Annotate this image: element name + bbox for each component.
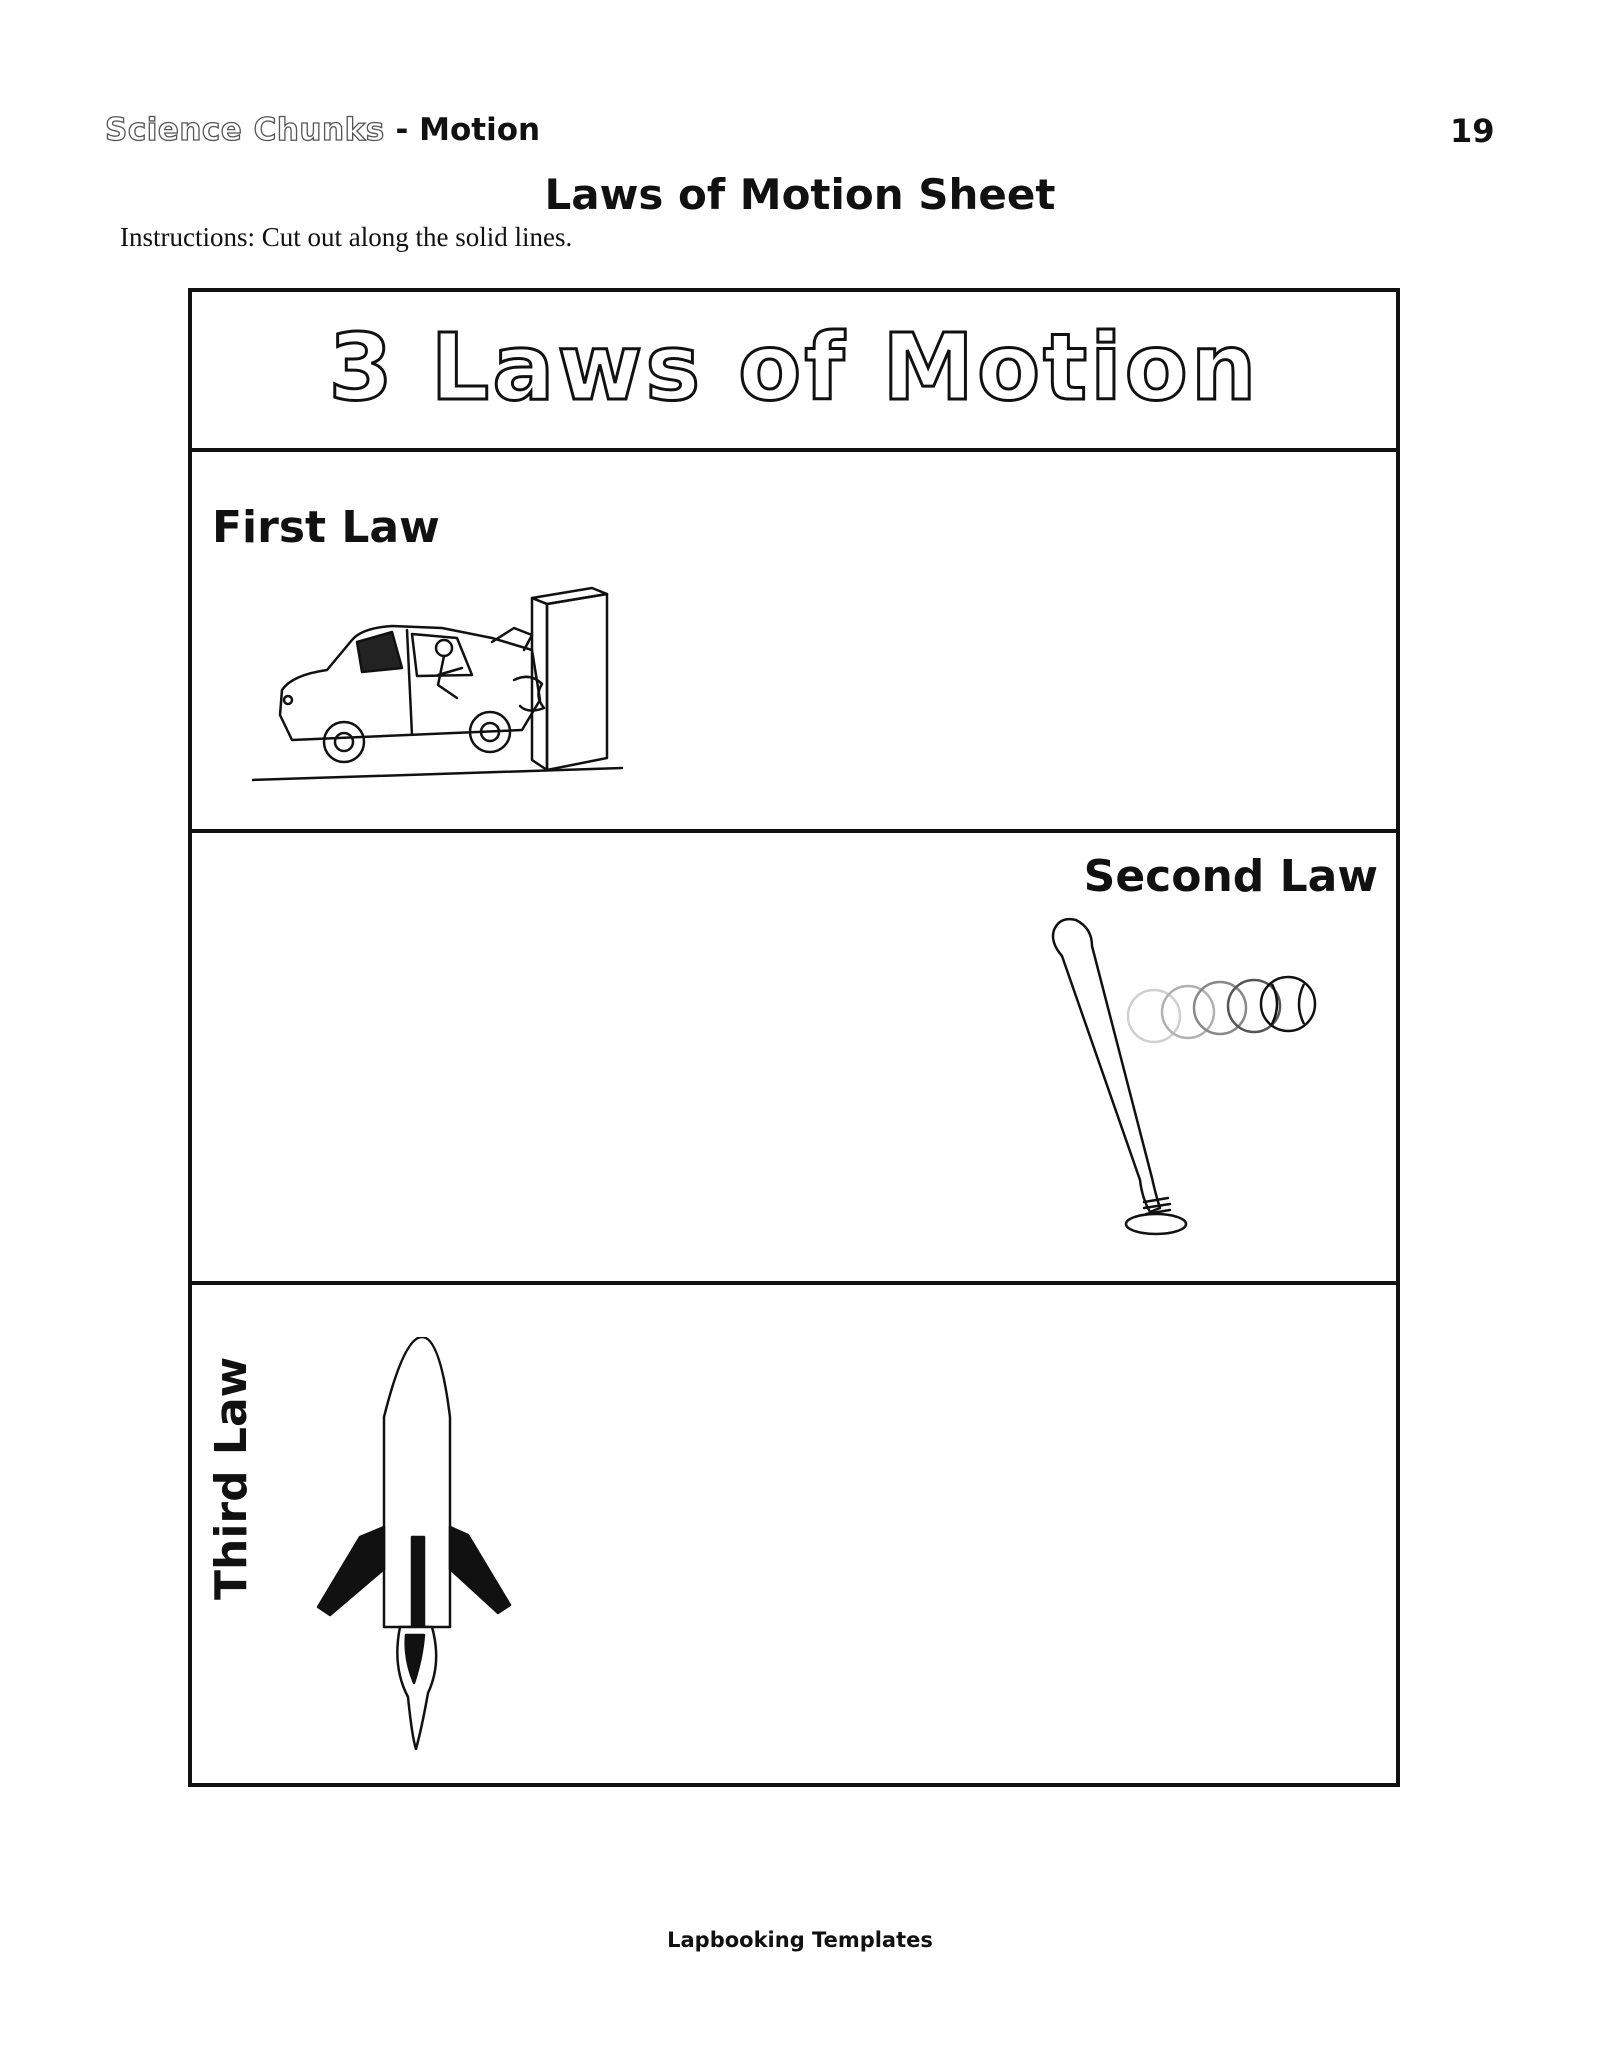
instructions-label: Instructions: [120,222,255,252]
first-law-panel: First Law [192,452,1396,833]
third-law-label: Third Law [206,1356,257,1600]
page-number: 19 [1450,112,1495,150]
instructions-text: Cut out along the solid lines. [255,222,573,252]
third-law-panel: Third Law [192,1285,1396,1783]
topic-name: Motion [419,112,541,148]
banner-panel: 3 Laws of Motion [192,292,1396,452]
rocket-icon [316,1337,512,1751]
banner-title: 3 Laws of Motion [327,313,1260,423]
header-separator: - [384,112,420,148]
series-name: Science Chunks [104,111,385,148]
series-header: Science Chunks - Motion [104,111,541,148]
car-crash-icon [252,586,624,782]
first-law-label: First Law [212,502,440,553]
bat-and-ball-icon [1051,917,1317,1236]
second-law-panel: Second Law [192,833,1396,1285]
second-law-label: Second Law [1083,851,1378,902]
footer: Lapbooking Templates [667,1928,933,1952]
sheet-title: Laws of Motion Sheet [544,170,1056,219]
lapbook-template: 3 Laws of Motion First Law [188,288,1400,1787]
instructions: Instructions: Cut out along the solid li… [120,222,572,253]
